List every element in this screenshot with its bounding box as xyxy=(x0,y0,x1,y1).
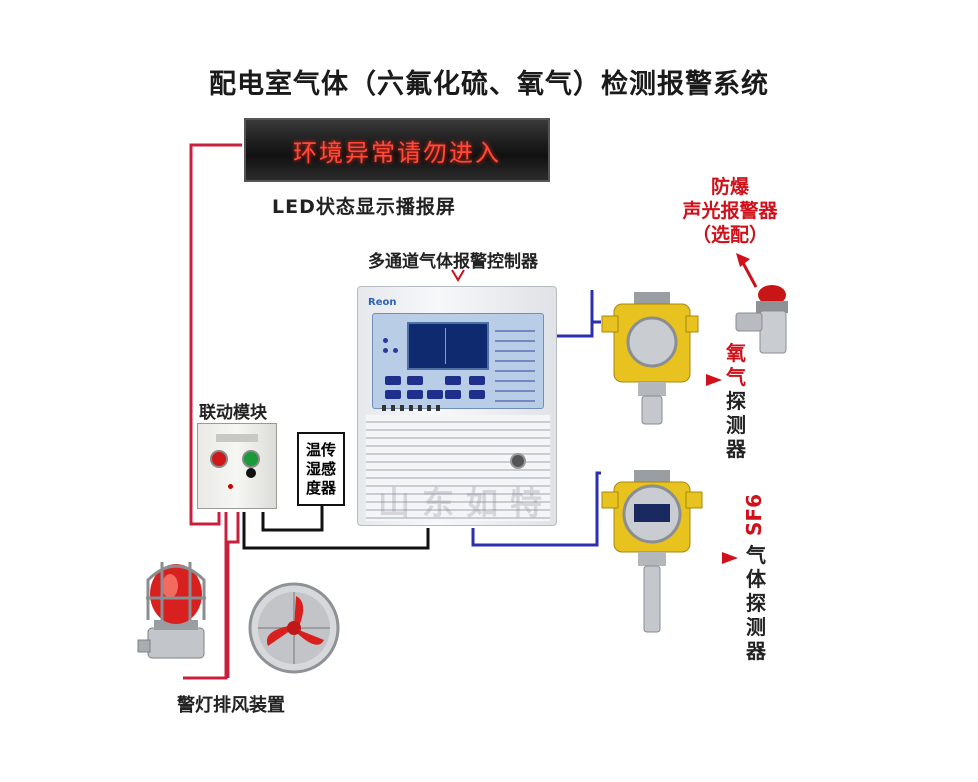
menu-button[interactable] xyxy=(385,376,401,385)
confirm-button[interactable] xyxy=(445,390,461,399)
linkage-module-caption: 联动模块 xyxy=(199,403,267,423)
red-wires xyxy=(183,143,242,680)
sensor-label-line: 湿感 xyxy=(305,459,336,478)
controller-front-panel xyxy=(372,313,544,409)
caption-line: 声光报警器 xyxy=(682,200,778,222)
caption-arrow xyxy=(451,269,465,282)
explosion-proof-alarm-caption: 防爆 声光报警器 （选配） xyxy=(660,175,800,247)
red-arrow-icon xyxy=(736,253,758,288)
red-wire-led-to-module xyxy=(189,143,242,526)
sf6-detector xyxy=(601,470,703,633)
controller-knob xyxy=(510,453,526,469)
module-led xyxy=(228,484,233,489)
exhaust-fan xyxy=(248,582,340,674)
watermark: 山东如特 xyxy=(378,484,555,522)
oxygen-detector xyxy=(601,292,699,425)
gas-alarm-controller: Reon xyxy=(357,286,557,526)
led-display-screen: 环境异常请勿进入 xyxy=(244,118,550,182)
status-led xyxy=(383,338,388,343)
indicator-led-row xyxy=(382,405,442,411)
explosion-proof-sound-light-alarm xyxy=(735,285,788,354)
sf6-detector-label-red: SF6 xyxy=(742,494,766,536)
black-wires xyxy=(242,506,430,550)
page-title: 配电室气体（六氟化硫、氧气）检测报警系统 xyxy=(209,69,769,100)
exit-button[interactable] xyxy=(469,390,485,399)
controller-brand: Reon xyxy=(368,297,397,308)
red-indicator-light xyxy=(210,450,228,468)
alarm-light-fan-caption: 警灯排风装置 xyxy=(177,695,285,716)
blue-wires xyxy=(471,290,601,547)
left-button[interactable] xyxy=(385,390,401,399)
sensor-label-line: 温传 xyxy=(305,440,336,459)
red-wire-module-to-fan xyxy=(226,512,240,678)
red-arrow-icon xyxy=(722,552,738,564)
caption-line: （选配） xyxy=(691,224,768,246)
linkage-module-box xyxy=(197,423,277,509)
sf6-detector-label: 气体探测器 xyxy=(746,543,766,663)
oxygen-detector-label-red: 氧气 xyxy=(726,341,746,389)
status-led xyxy=(393,348,398,353)
blue-wire-controller-to-sf6 xyxy=(471,471,601,547)
black-wire-module-to-controller xyxy=(242,512,430,550)
black-wire-sensor-to-controller xyxy=(261,506,324,532)
explosion-proof-warning-light xyxy=(137,562,206,659)
controller-caption: 多通道气体报警控制器 xyxy=(368,252,538,272)
caption-line: 防爆 xyxy=(710,176,749,198)
down-button[interactable] xyxy=(407,390,423,399)
switch-knob xyxy=(246,468,256,478)
temp-humidity-sensor: 温传 湿感 度器 xyxy=(297,432,345,506)
status-led xyxy=(383,348,388,353)
channel-indicator-column xyxy=(495,322,535,402)
red-wire-module-to-light xyxy=(183,512,228,680)
led-scroll-text: 环境异常请勿进入 xyxy=(293,138,501,167)
up-button[interactable] xyxy=(407,376,423,385)
reset-button[interactable] xyxy=(469,376,485,385)
module-nameplate xyxy=(216,434,258,442)
red-arrow-icon xyxy=(706,374,722,386)
blue-wire-controller-to-oxygen xyxy=(557,290,601,338)
sensor-label-line: 度器 xyxy=(305,478,336,497)
led-screen-caption: LED状态显示播报屏 xyxy=(272,196,456,218)
oxygen-detector-label: 探测器 xyxy=(726,389,746,461)
green-indicator-light xyxy=(242,450,260,468)
right-button[interactable] xyxy=(427,390,443,399)
mute-button[interactable] xyxy=(445,376,461,385)
controller-lcd-screen xyxy=(407,322,489,370)
